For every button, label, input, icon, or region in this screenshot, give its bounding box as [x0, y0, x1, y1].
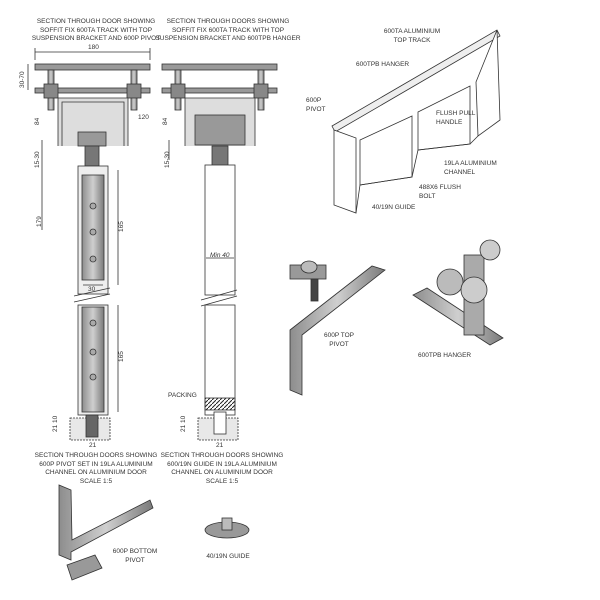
label-hanger-part: 600TPB hanger [418, 352, 472, 359]
hanger-part [412, 239, 504, 346]
dim-mid-21-10: 21 10 [180, 415, 187, 432]
caption-bottom-middle: Section through doors showing 600/19N gu… [161, 452, 284, 486]
label-top-pivot: 600P top pivot [324, 332, 354, 349]
dim-165-lower: 165 [118, 351, 125, 362]
label-line: pivot [125, 556, 145, 564]
label-line: handle [436, 118, 463, 126]
label-packing: Packing [168, 392, 197, 399]
label-hanger: 600TPB hanger [356, 61, 410, 68]
label-line: pivot [306, 105, 326, 113]
label-guide: 40/19N guide [372, 204, 416, 211]
caption-line: 600/19N guide in 19LA aluminium [167, 460, 277, 468]
caption-line: channel on aluminium door [171, 469, 273, 476]
dim-mid-15-30: 15-30 [164, 151, 171, 168]
caption-bottom-left: Section through doors showing 600P pivot… [35, 452, 158, 486]
label-line: top track [393, 36, 431, 44]
dim-120: 120 [138, 114, 149, 121]
label-line: bolt [419, 192, 436, 200]
caption-line: Section through doors showing [166, 18, 290, 25]
left-section-pivot [27, 48, 151, 441]
caption-top-middle: Section through doors showing soffit fix… [155, 18, 300, 44]
middle-section-hanger [161, 63, 278, 441]
label-top-track: 600TA aluminium top track [384, 28, 440, 45]
caption-top-left: Section through door showing soffit fix … [32, 18, 160, 44]
caption-line: Scale 1:5 [79, 477, 113, 485]
label-line: 600TA aluminium [383, 28, 441, 35]
label-guide-part: 40/19N guide [206, 553, 250, 560]
caption-line: Section through doors showing [160, 452, 284, 459]
label-line: 600P [306, 97, 322, 104]
label-line: 19LA aluminium [444, 160, 497, 167]
folding-door-isometric [331, 29, 501, 214]
dim-21: 21 [89, 442, 97, 449]
caption-line: channel on aluminium door [45, 469, 147, 476]
top-pivot-part [289, 260, 386, 396]
dim-30: 30 [88, 286, 96, 293]
label-line: 488X6 flush [419, 184, 461, 191]
label-line: pivot [329, 340, 349, 348]
dim-min-40: Min 40 [210, 252, 230, 259]
dim-mid-84: 84 [162, 117, 169, 125]
caption-line: suspension bracket and 600P pivot [31, 35, 161, 42]
caption-line: Scale 1:5 [205, 477, 239, 485]
dim-mid-21: 21 [216, 442, 224, 449]
dim-180: 180 [88, 44, 99, 51]
dim-15-30: 15-30 [34, 151, 41, 168]
dim-84: 84 [34, 117, 41, 125]
label-pivot: 600P pivot [306, 97, 326, 114]
dim-21-10: 21 10 [52, 415, 59, 432]
dim-165: 165 [118, 221, 125, 232]
dim-30-70: 30-70 [19, 71, 26, 88]
caption-line: Section through door showing [36, 18, 156, 25]
dim-179: 179 [36, 216, 43, 227]
label-flush-bolt: 488X6 flush bolt [419, 184, 461, 201]
bottom-pivot-part [58, 484, 154, 581]
label-channel: 19LA aluminium channel [444, 160, 497, 177]
label-line: 600P top [324, 332, 354, 339]
label-bottom-pivot: 600P bottom pivot [113, 548, 158, 565]
caption-line: soffit fix 600TA track with top [39, 26, 153, 34]
caption-line: soffit fix 600TA track with top [171, 26, 285, 34]
label-line: channel [444, 168, 476, 176]
label-flush-pull-handle: Flush pull handle [436, 110, 475, 127]
caption-line: Section through doors showing [34, 452, 158, 459]
label-line: 600P bottom [112, 548, 158, 555]
caption-line: 600P pivot set in 19LA aluminium [39, 460, 153, 468]
caption-line: suspension bracket and 600TPB hanger [155, 35, 301, 42]
label-line: Flush pull [436, 110, 476, 117]
guide-part [204, 517, 250, 539]
